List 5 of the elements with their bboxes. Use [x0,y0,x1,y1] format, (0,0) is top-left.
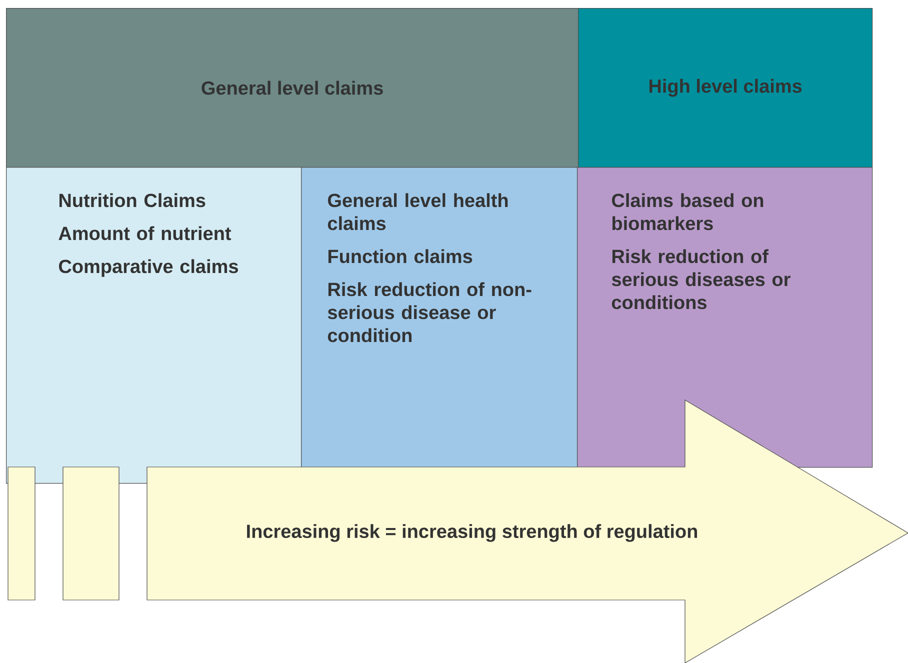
header-box: High level claims [578,8,873,168]
category-box: General level health claims Function claims Risk reduction of non-serious disease or condition [301,167,578,468]
category-box: Nutrition Claims Amount of nutrient Comparative claims [6,167,302,484]
category-box: Claims based on biomarkers Risk reduction of serious diseases or conditions [577,167,873,468]
header-box: General level claims [6,8,579,168]
